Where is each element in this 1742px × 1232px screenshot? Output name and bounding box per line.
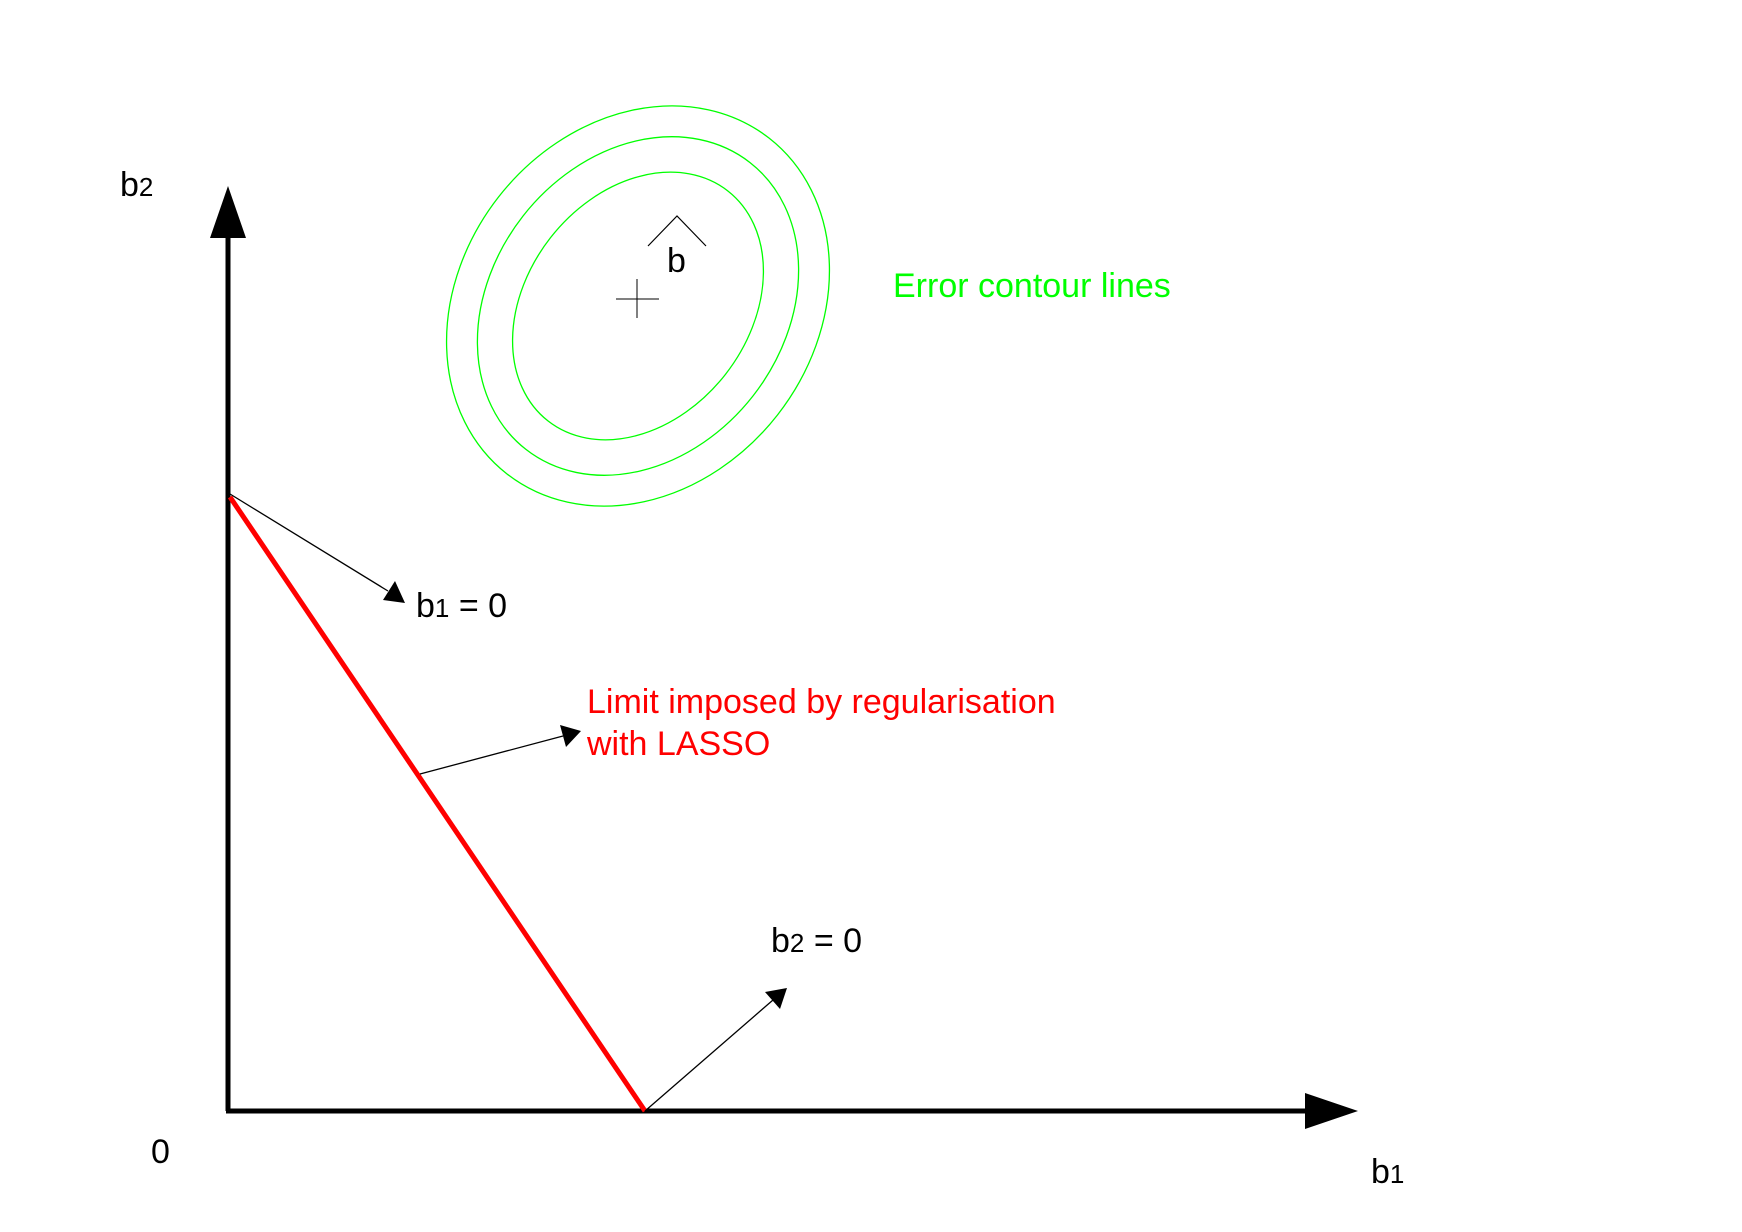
b1-zero-arrowhead (383, 581, 405, 603)
b1-equals-zero-label: b1 = 0 (416, 587, 507, 625)
b1-zero-arrow-line (229, 493, 389, 592)
error-contours (445, 105, 831, 507)
lasso-label-line-1: Limit imposed by regularisation (587, 683, 1056, 721)
ols-estimate-marker (616, 279, 659, 318)
axes (210, 186, 1358, 1129)
b2-zero-arrow-line (644, 999, 774, 1112)
contour-middle (476, 136, 800, 476)
contour-inner (511, 171, 765, 441)
lasso-arrowhead (560, 725, 581, 747)
origin-label: 0 (151, 1133, 170, 1171)
contour-outer (445, 105, 831, 507)
y-axis-label: b2 (120, 166, 153, 204)
pointer-arrows (229, 493, 787, 1112)
lasso-arrow-line (419, 735, 564, 775)
contour-label: Error contour lines (893, 267, 1171, 305)
y-axis-arrowhead (210, 186, 246, 238)
hat-symbol (647, 215, 707, 247)
lasso-constraint-line (227, 495, 648, 1113)
x-axis-label: b1 (1371, 1153, 1404, 1191)
b2-zero-arrowhead (765, 988, 787, 1009)
x-axis-arrowhead (1305, 1093, 1358, 1129)
lasso-label-line-2: with LASSO (586, 725, 770, 763)
b2-equals-zero-label: b2 = 0 (771, 922, 862, 960)
b-hat-label: b (667, 242, 686, 280)
